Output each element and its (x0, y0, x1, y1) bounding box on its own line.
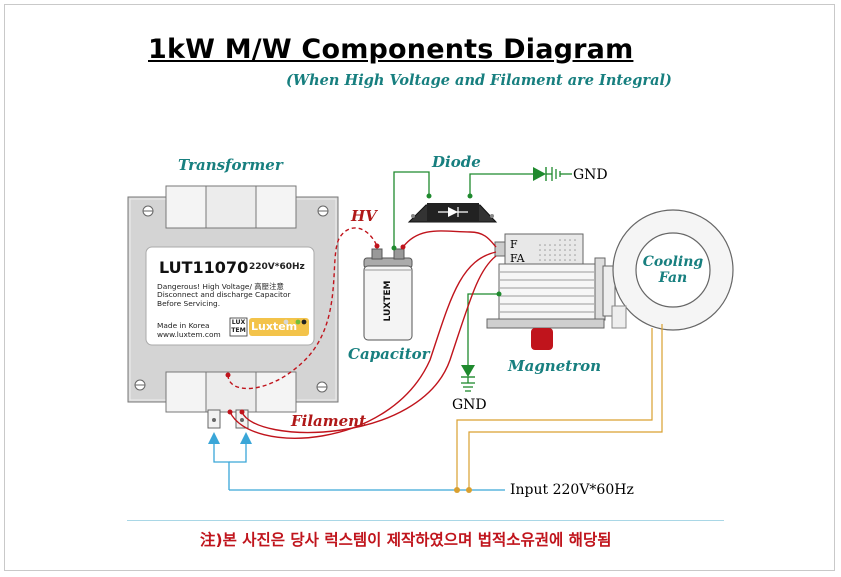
transformer-rating: 220V*60Hz (249, 262, 305, 272)
hv-wires (227, 227, 497, 439)
transformer-warning-1: Dangerous! High Voltage/ 高壓注意 (157, 282, 284, 291)
terminal-f-label: F (510, 238, 518, 251)
capacitor-label: Capacitor (348, 345, 430, 363)
cooling-fan-label: Cooling Fan (634, 254, 712, 286)
transformer-website: www.luxtem.com (157, 330, 221, 339)
fan-wires (456, 324, 663, 490)
magnetron-filter-box (504, 233, 584, 265)
capacitor (363, 248, 413, 341)
transformer-logo-mark: LUX TEM (231, 319, 246, 334)
diode-label: Diode (432, 153, 481, 171)
ground-wires (393, 171, 533, 365)
transformer-brand: Luxtem (251, 320, 298, 333)
input-arrow-right (240, 432, 252, 444)
magnetron-label: Magnetron (508, 357, 602, 375)
ground-symbol-bottom (461, 365, 475, 392)
cooling-fan-label-line1: Cooling (642, 254, 704, 270)
filament-label: Filament (291, 412, 367, 430)
input-arrow-left (208, 432, 220, 444)
transformer-made-in: Made in Korea (157, 321, 210, 330)
transformer-model: LUT11070 (159, 258, 249, 277)
hv-label: HV (351, 207, 377, 225)
transformer-warning-2: Disconnect and discharge Capacitor (157, 290, 291, 299)
terminal-fa-label: FA (510, 252, 525, 265)
transformer-label: Transformer (178, 156, 283, 174)
cooling-fan-label-line2: Fan (658, 270, 688, 286)
capacitor-brand: LUXTEM (383, 280, 393, 322)
luxtem-logo (229, 317, 309, 337)
magnetron-antenna (531, 328, 553, 350)
ground-symbol-top (533, 167, 572, 181)
ownership-notice: 注)본 사진은 당사 럭스템이 제작하였으며 법적소유권에 해당됨 (200, 531, 612, 549)
notice-divider (127, 520, 724, 521)
magnetron (486, 233, 616, 350)
transformer-warning-3: Before Servicing. (157, 299, 221, 308)
gnd-label-top: GND (573, 167, 608, 183)
cooling-fan (611, 209, 734, 331)
input-label: Input 220V*60Hz (510, 482, 634, 498)
gnd-label-bottom: GND (452, 397, 487, 413)
diode (407, 203, 498, 223)
page-title: 1kW M/W Components Diagram (148, 34, 634, 65)
page-subtitle: (When High Voltage and Filament are Inte… (286, 72, 672, 89)
input-wires (213, 440, 505, 491)
capacitor-body (363, 265, 413, 341)
diagram-frame (4, 4, 835, 571)
